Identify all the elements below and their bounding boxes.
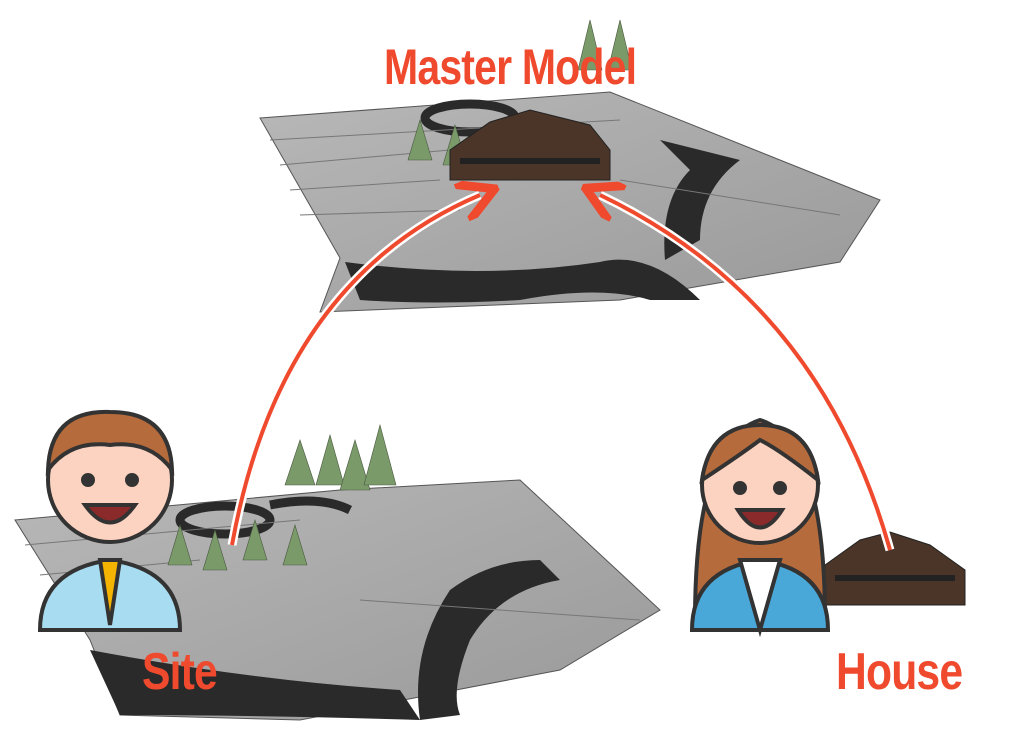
trees [167, 19, 633, 571]
site-label: Site [142, 643, 218, 701]
woman-avatar-icon [689, 417, 831, 638]
man-avatar-icon [37, 409, 183, 632]
house-label: House [836, 643, 963, 701]
house-model [824, 531, 966, 606]
master-model-label: Master Model [384, 39, 637, 95]
master-house-model [449, 109, 611, 181]
